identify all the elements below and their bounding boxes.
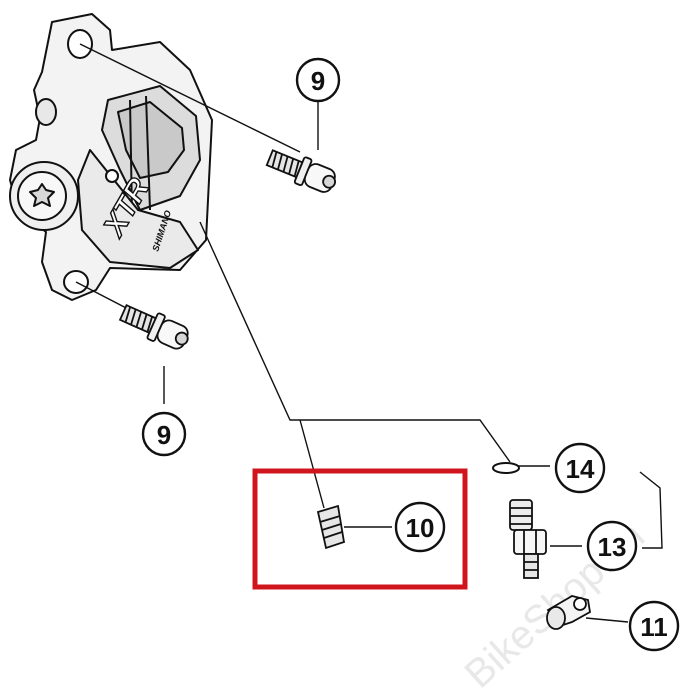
bolt-socket: [322, 174, 337, 189]
leader-10-drop: [299, 419, 325, 509]
o-ring: [492, 462, 520, 474]
callout-label: 14: [566, 454, 595, 484]
fitting-nut-facets: [523, 530, 537, 554]
fitting-nut: [513, 529, 547, 555]
caliper-body: [9, 13, 213, 301]
bolt-thread: [271, 151, 300, 177]
callout-10: 10: [394, 501, 446, 553]
bleed-plug: [316, 504, 346, 550]
torx-socket: [29, 183, 55, 207]
connector-11: [585, 617, 629, 623]
bolt-thread: [124, 306, 153, 333]
callout-label: 9: [157, 420, 171, 450]
fitting-barb: [509, 499, 533, 531]
mounting-bolt-bottom: [118, 304, 189, 350]
pad-spring: [117, 101, 185, 179]
pad-pin: [105, 169, 119, 183]
leader-bolt-bottom: [75, 281, 131, 311]
leader-port: [199, 221, 511, 463]
callout-label: 9: [311, 66, 325, 96]
callout-14: 14: [554, 442, 606, 494]
callout-label: 13: [598, 532, 627, 562]
callout-11: 11: [628, 600, 680, 652]
cap-loop: [573, 597, 587, 611]
leader-lines: [75, 43, 663, 623]
leader-bolt-top: [79, 43, 301, 153]
fitting-tail-thread: [524, 561, 538, 571]
callout-label: 10: [406, 513, 435, 543]
callout-9-bottom: 9: [141, 411, 187, 457]
cap-head: [546, 606, 566, 630]
highlight-box: [252, 468, 468, 590]
bolt-socket: [174, 331, 189, 346]
callout-9-top: 9: [295, 57, 341, 103]
bracket-14-13: [639, 471, 663, 549]
callout-13: 13: [586, 520, 638, 572]
callout-label: 11: [640, 612, 668, 642]
plug-ribs: [319, 515, 343, 539]
bleed-cap: [546, 595, 591, 630]
fitting-barb-ribs: [510, 507, 532, 525]
mounting-bolt-top: [265, 149, 337, 193]
rotor-slot: [129, 95, 151, 215]
fitting-tail: [523, 553, 539, 579]
hose-fitting: [509, 499, 547, 579]
side-recess: [35, 98, 57, 126]
